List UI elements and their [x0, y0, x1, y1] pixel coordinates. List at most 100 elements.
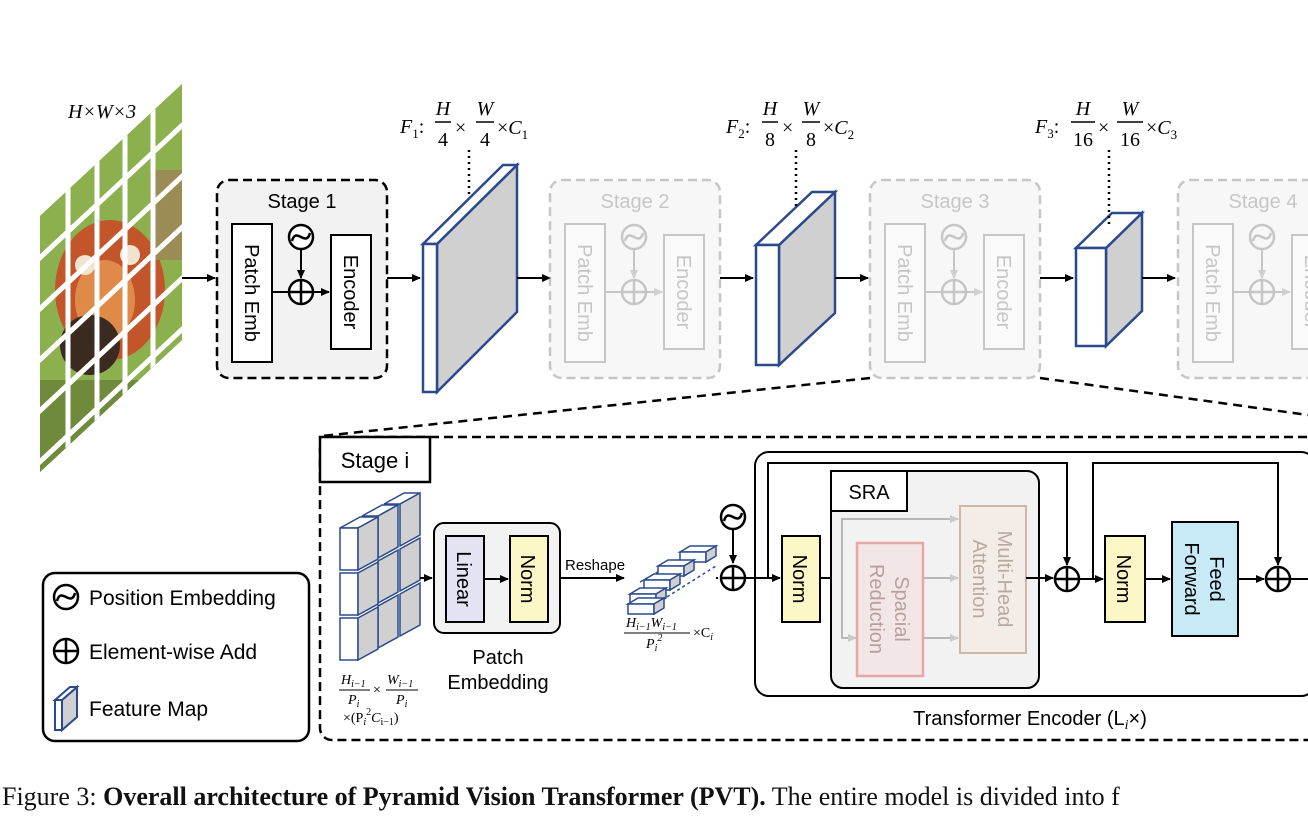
legend: Position Embedding Element-wise Add Feat… — [41, 571, 311, 743]
svg-text:×C2: ×C2 — [823, 117, 854, 142]
reshape-label: Reshape — [565, 557, 625, 574]
mha-label-1: Multi-Head — [993, 531, 1015, 628]
stage-i-add-icon-2 — [1053, 565, 1081, 593]
feature-f3-label: F3: H 16 × W 16 ×C3 — [1034, 98, 1177, 151]
svg-text:16: 16 — [1073, 129, 1093, 151]
legend-position-embedding-label: Position Embedding — [89, 587, 276, 610]
zoom-line-right — [1039, 376, 1308, 417]
legend-feature-map-icon — [52, 684, 80, 733]
svg-text:×: × — [782, 117, 793, 139]
svg-text:4: 4 — [438, 129, 448, 151]
feature-map-f1 — [419, 150, 521, 396]
stage-4-title: Stage 4 — [1229, 191, 1298, 213]
transformer-encoder-box — [754, 451, 1308, 697]
norm-box-2 — [781, 535, 821, 623]
feed-forward-box — [1171, 521, 1239, 637]
patch-embedding-label-2: Embedding — [447, 672, 548, 694]
input-patches — [339, 491, 421, 662]
svg-text:H: H — [435, 98, 452, 120]
stage-2-title: Stage 2 — [601, 191, 670, 213]
stage-3-patch-emb-label: Patch Emb — [893, 244, 915, 342]
svg-text:F2:: F2: — [725, 116, 750, 141]
spacial-reduction-box — [855, 541, 925, 678]
svg-text:16: 16 — [1120, 129, 1140, 151]
legend-position-embedding-icon — [52, 583, 80, 611]
transformer-encoder-label: Transformer Encoder (Li×) — [913, 708, 1147, 733]
sra-label: SRA — [848, 482, 890, 504]
svg-text:W: W — [803, 98, 822, 120]
linear-label: Linear — [452, 551, 474, 607]
svg-text:Pi: Pi — [347, 693, 360, 710]
svg-text:8: 8 — [765, 129, 775, 151]
element-wise-add-icon — [287, 278, 315, 306]
feature-map-f3 — [1072, 150, 1146, 349]
stage-i-add-icon-1 — [719, 564, 747, 592]
svg-text:Hi−1Wi−1: Hi−1Wi−1 — [625, 616, 677, 633]
mha-label-2: Attention — [968, 540, 990, 619]
svg-text:×Ci: ×Ci — [693, 626, 713, 643]
stage-1-encoder-label: Encoder — [339, 255, 361, 330]
patch-embedding-label-1: Patch — [472, 647, 523, 669]
spacial-reduction-label-2: Reduction — [865, 564, 887, 654]
zoom-line-left — [321, 376, 871, 438]
legend-element-wise-add-label: Element-wise Add — [89, 641, 257, 664]
svg-text:F1:: F1: — [399, 116, 424, 141]
token-sequence — [625, 544, 719, 616]
stage-1-patch-emb-box — [231, 223, 273, 363]
caption-bold: Overall architecture of Pyramid Vision T… — [103, 782, 766, 811]
stage-4-patch-emb-label: Patch Emb — [1201, 244, 1223, 342]
svg-text:Pi: Pi — [395, 693, 408, 710]
stage-i-title: Stage i — [341, 448, 410, 473]
svg-text:×C3: ×C3 — [1146, 117, 1177, 142]
feature-f2-label: F2: H 8 × W 8 ×C2 — [725, 98, 854, 151]
svg-text:×C1: ×C1 — [497, 117, 528, 142]
legend-feature-map-label: Feature Map — [89, 698, 208, 721]
svg-text:4: 4 — [480, 129, 490, 151]
norm-box-1 — [509, 535, 549, 623]
svg-text:×: × — [455, 117, 466, 139]
multi-head-attention-box — [959, 505, 1027, 654]
svg-text:×: × — [1098, 117, 1109, 139]
legend-element-wise-add-icon — [52, 637, 80, 665]
stage-1-patch-emb-label: Patch Emb — [240, 244, 262, 342]
svg-text:×: × — [373, 683, 381, 698]
svg-text:Wi−1: Wi−1 — [387, 673, 413, 690]
norm-label-3: Norm — [1112, 555, 1134, 604]
svg-text:×(Pi2Ci−1): ×(Pi2Ci−1) — [343, 707, 399, 728]
norm-label-2: Norm — [788, 555, 810, 604]
input-image: H×W×3 — [40, 84, 182, 472]
svg-text:Pi2: Pi2 — [645, 633, 662, 654]
stage-3-title: Stage 3 — [921, 191, 990, 213]
svg-text:H: H — [1075, 98, 1092, 120]
ff-label-1: Feed — [1205, 556, 1227, 602]
stage-i-position-embedding-icon — [719, 503, 747, 531]
svg-text:W: W — [477, 98, 496, 120]
stage-1-encoder-box — [330, 234, 372, 350]
svg-text:H: H — [762, 98, 779, 120]
norm-label-1: Norm — [516, 555, 538, 604]
feature-f1-label: F1: H 4 × W 4 ×C1 — [399, 98, 528, 151]
stage-i-add-icon-3 — [1264, 565, 1292, 593]
svg-text:8: 8 — [806, 129, 816, 151]
svg-text:W: W — [1122, 98, 1141, 120]
caption-prefix: Figure 3: — [2, 782, 104, 811]
stage-i-detail: Stage i Hi−1 Pi × — [318, 435, 1308, 742]
input-patch-dims: Hi−1 Pi × Wi−1 Pi ×(Pi2Ci−1) — [339, 673, 418, 728]
stage-1-block: Stage 1 Patch Emb Encoder — [215, 178, 389, 380]
stage-4-block: Stage 4 Patch Emb Encoder — [1176, 178, 1308, 380]
svg-text:F3:: F3: — [1034, 116, 1059, 141]
stage-2-patch-emb-label: Patch Emb — [573, 244, 595, 342]
ff-label-2: Forward — [1180, 542, 1202, 615]
stage-1-title: Stage 1 — [268, 191, 337, 213]
caption-rest: The entire model is divided into f — [765, 782, 1120, 811]
figure-caption: Figure 3: Overall architecture of Pyrami… — [2, 782, 1308, 812]
position-embedding-icon — [287, 223, 315, 251]
stage-2-block: Stage 2 Patch Emb Encoder — [548, 178, 722, 380]
token-sequence-dims: Hi−1Wi−1 Pi2 ×Ci — [624, 616, 713, 654]
feature-map-f2 — [752, 150, 839, 368]
stage-3-encoder-label: Encoder — [992, 255, 1014, 330]
svg-text:Hi−1: Hi−1 — [340, 673, 366, 690]
input-dims-label: H×W×3 — [67, 101, 136, 123]
stage-4-encoder-label: Encoder — [1300, 255, 1308, 330]
